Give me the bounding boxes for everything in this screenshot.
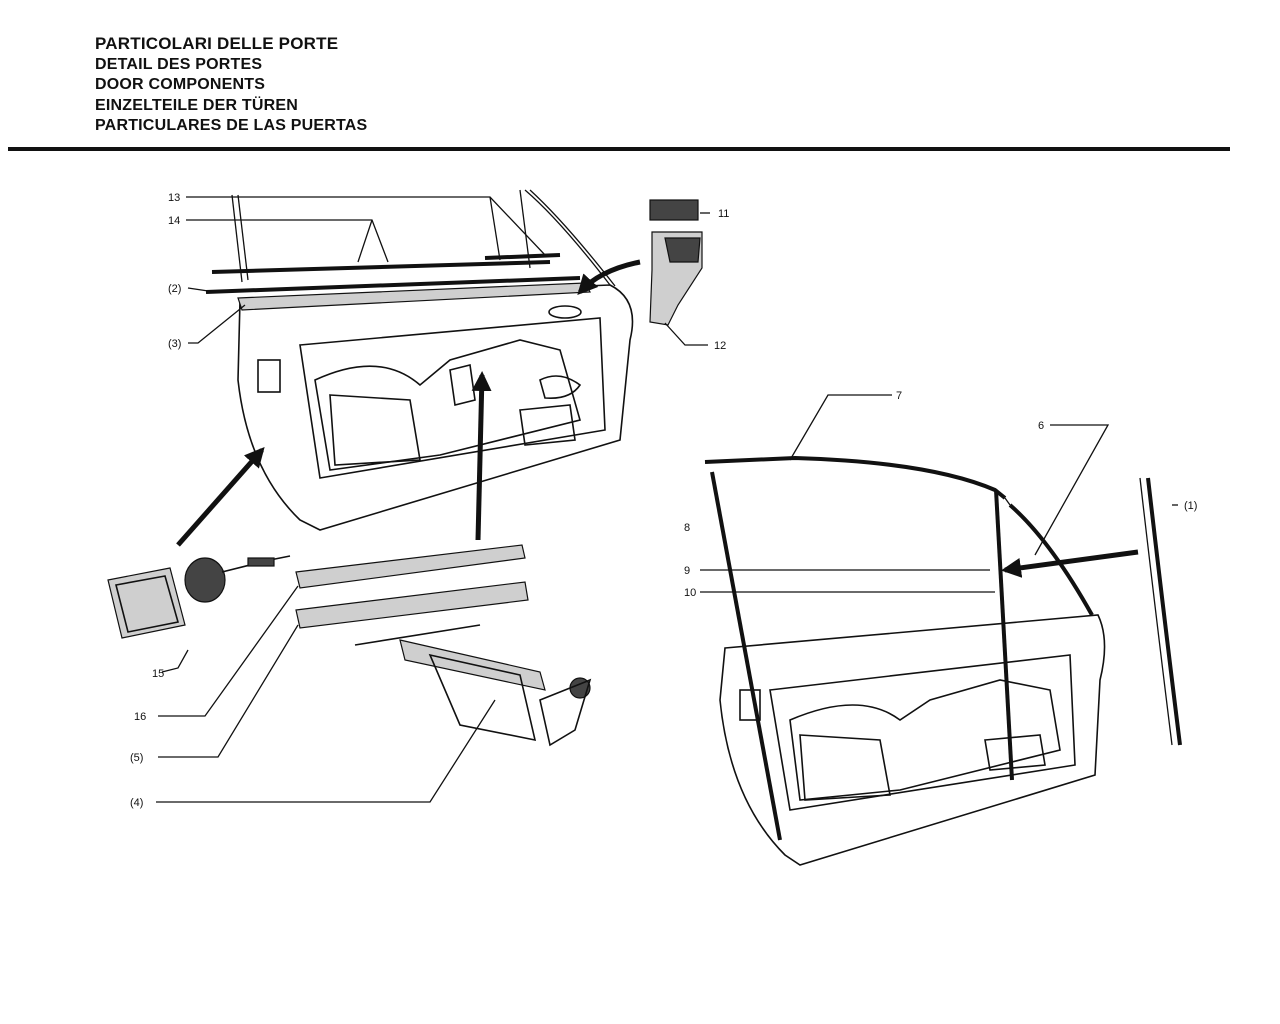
part-5-channel bbox=[295, 581, 529, 629]
callout-16: 16 bbox=[134, 711, 146, 723]
callout-14: 14 bbox=[168, 215, 180, 227]
title-french: DETAIL DES PORTES bbox=[95, 55, 263, 73]
title-block: PARTICOLARI DELLE PORTE DETAIL DES PORTE… bbox=[95, 34, 367, 137]
upper-weatherstrips bbox=[205, 253, 591, 311]
callout-9: 9 bbox=[684, 565, 690, 577]
part-11-clip bbox=[649, 199, 699, 221]
callout-15: 15 bbox=[152, 668, 164, 680]
leader-lines bbox=[156, 196, 1178, 803]
title-spanish: PARTICULARES DE LAS PUERTAS bbox=[95, 117, 368, 134]
callout-4: (4) bbox=[130, 797, 143, 809]
header-rule bbox=[8, 147, 1230, 151]
arrow-lock-to-door bbox=[176, 447, 265, 547]
callout-7: 7 bbox=[896, 390, 902, 402]
arrow-seal-to-door bbox=[1001, 549, 1139, 578]
title-italian: PARTICOLARI DELLE PORTE bbox=[95, 34, 339, 53]
title-english: DOOR COMPONENTS bbox=[95, 76, 266, 93]
callout-13: 13 bbox=[168, 192, 180, 204]
callout-5: (5) bbox=[130, 752, 143, 764]
callout-11: 11 bbox=[718, 208, 729, 220]
arrow-regulator-to-door bbox=[471, 371, 492, 541]
callout-3: (3) bbox=[168, 338, 181, 350]
part-4-window-regulator bbox=[354, 624, 592, 747]
part-16-channel bbox=[295, 544, 526, 589]
callout-10: 10 bbox=[684, 587, 696, 599]
callout-12: 12 bbox=[714, 340, 726, 352]
callout-8: 8 bbox=[684, 522, 690, 534]
part-1-glass-run-seal bbox=[1139, 477, 1182, 746]
part-12-bracket bbox=[649, 231, 703, 326]
title-german: EINZELTEILE DER TÜREN bbox=[95, 96, 299, 114]
left-door-shell bbox=[231, 189, 634, 531]
right-door-frame bbox=[704, 455, 1094, 841]
right-door-shell bbox=[719, 614, 1106, 866]
callout-2: (2) bbox=[168, 283, 181, 295]
callout-1: (1) bbox=[1184, 500, 1197, 512]
arrow-part12-to-door bbox=[577, 259, 641, 295]
part-15-door-lock bbox=[107, 555, 291, 639]
callout-6: 6 bbox=[1038, 420, 1044, 432]
